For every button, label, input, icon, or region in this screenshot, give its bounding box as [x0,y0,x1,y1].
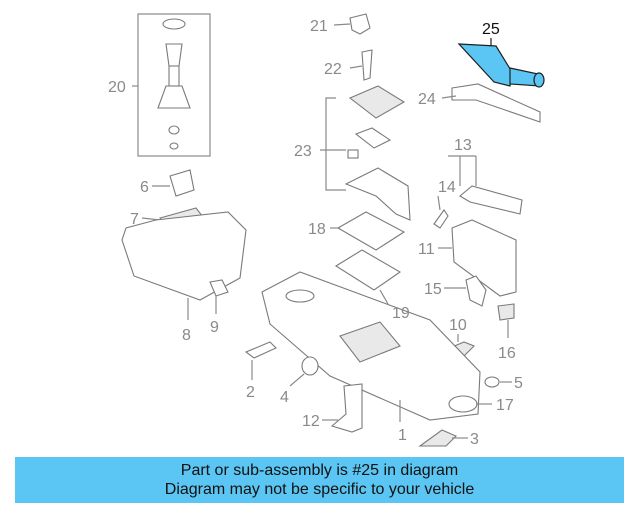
callout-16: 16 [498,345,516,362]
callout-21: 21 [310,18,328,35]
callout-20: 20 [108,79,126,96]
callout-14: 14 [438,179,456,196]
part-22[interactable] [361,49,373,81]
callout-8: 8 [182,327,191,344]
part-25-base[interactable] [457,43,513,87]
part-24[interactable] [451,83,541,123]
part-9[interactable] [209,279,229,297]
leader-21 [333,23,351,26]
leader-13 [448,155,477,186]
part-14[interactable] [433,209,449,229]
callout-4: 4 [280,389,289,406]
parts-diagram: 1 2 3 4 5 6 7 8 9 10 11 12 13 14 15 16 1… [108,13,545,448]
part-20-ring[interactable] [169,142,179,150]
part-23-bracket[interactable] [354,127,392,149]
callout-2: 2 [246,384,255,401]
part-20-group [132,13,211,157]
part-4[interactable] [301,356,319,376]
part-12[interactable] [330,383,363,433]
leader-23 [320,97,346,191]
part-20-boot[interactable] [157,85,191,109]
part-3[interactable] [418,429,457,447]
part-20-clip[interactable] [168,125,180,135]
part-11[interactable] [451,219,517,297]
part-20-knob[interactable] [162,18,186,30]
callout-6: 6 [140,179,149,196]
part-23-housing[interactable] [344,167,411,221]
callout-24: 24 [418,91,436,108]
callout-9: 9 [210,319,219,336]
part-1-cupholder[interactable] [285,289,315,303]
callout-3: 3 [470,431,479,448]
part-18[interactable] [336,211,406,251]
leader-19 [379,289,389,305]
part-2[interactable] [244,341,277,359]
callout-7: 7 [130,211,139,228]
callout-1: 1 [398,427,407,444]
callout-17: 17 [496,397,514,414]
callout-15: 15 [424,281,442,298]
part-23-connector[interactable] [347,149,359,159]
callout-13: 13 [454,137,472,154]
part-6[interactable] [169,169,195,197]
info-banner: Part or sub-assembly is #25 in diagram D… [15,457,624,503]
part-15[interactable] [465,275,487,307]
callout-22: 22 [324,61,342,78]
leader-22 [349,65,363,69]
callout-12: 12 [302,413,320,430]
banner-line-1: Part or sub-assembly is #25 in diagram [180,462,459,479]
callout-25: 25 [482,21,500,38]
leader-14 [437,195,441,211]
part-25-group [457,38,545,88]
part-1-opening[interactable] [339,321,401,363]
callout-10: 10 [449,317,467,334]
callout-11: 11 [418,241,435,258]
part-20-stem[interactable] [168,65,180,87]
leader-4 [289,373,305,387]
part-20-shaft-top[interactable] [165,43,183,67]
part-19[interactable] [334,249,402,291]
part-21[interactable] [349,13,371,35]
part-5[interactable] [484,376,500,388]
callout-5: 5 [514,375,523,392]
left-panel[interactable] [121,211,247,301]
part-17[interactable] [448,395,478,413]
part-13-lid[interactable] [459,185,523,215]
part-25-end[interactable] [533,72,545,88]
banner-line-2: Diagram may not be specific to your vehi… [164,481,475,498]
callout-19: 19 [392,305,410,322]
callout-23: 23 [294,143,312,160]
leader-24 [441,95,457,99]
part-16[interactable] [497,303,515,321]
part-23-bezel[interactable] [348,85,406,119]
callout-18: 18 [308,221,326,238]
